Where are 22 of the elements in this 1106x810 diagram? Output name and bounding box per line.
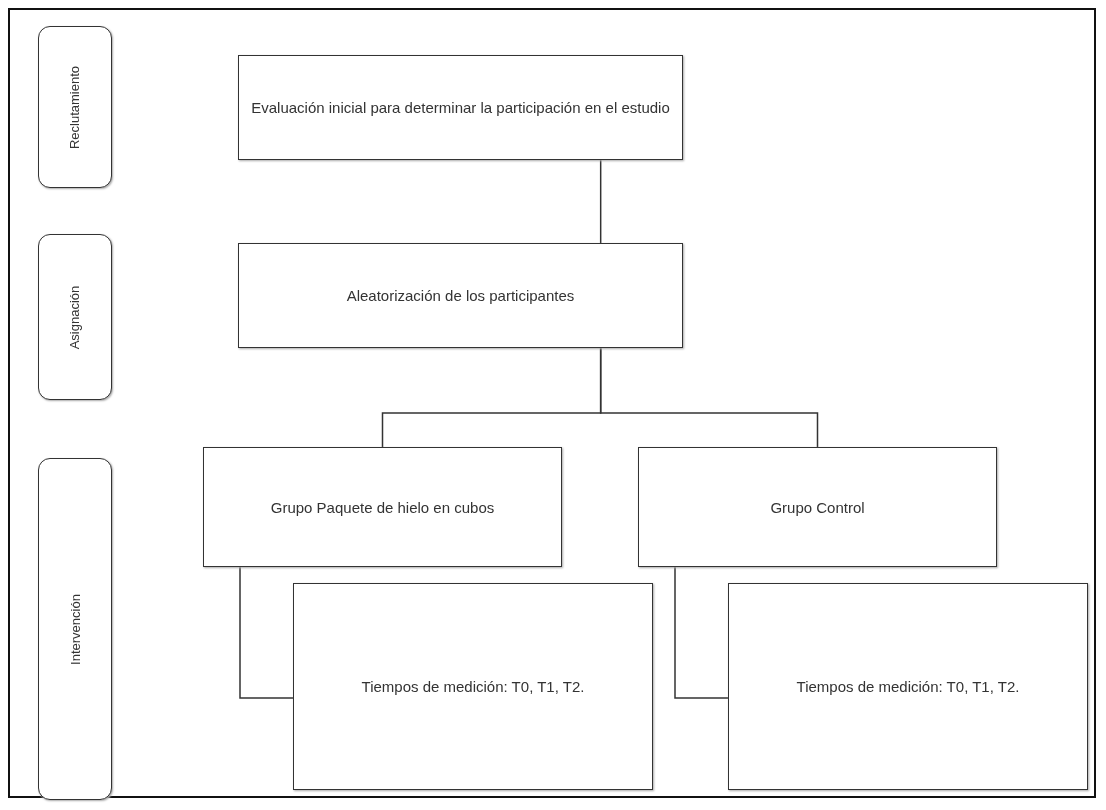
phase-label: Intervención xyxy=(67,593,83,665)
connector-line xyxy=(599,159,602,244)
box-text: Tiempos de medición: T0, T1, T2. xyxy=(361,678,585,695)
connector-line xyxy=(239,566,294,699)
phase-label: Asignación xyxy=(67,285,83,349)
connector-line xyxy=(599,347,819,448)
process-box xyxy=(293,583,653,790)
group-box xyxy=(203,447,562,567)
box-text: Evaluación inicial para determinar la participación en el estudio xyxy=(251,99,670,116)
process-box xyxy=(238,55,683,160)
process-box xyxy=(238,243,683,348)
phase-label-box xyxy=(38,26,112,188)
group-box xyxy=(638,447,997,567)
connector-line xyxy=(674,566,729,699)
phase-label: Reclutamiento xyxy=(67,65,83,149)
phase-label-box xyxy=(38,234,112,400)
box-text: Grupo Paquete de hielo en cubos xyxy=(270,498,495,516)
phase-label-box xyxy=(38,458,112,800)
box-text: Grupo Control xyxy=(770,498,865,516)
box-text: Tiempos de medición: T0, T1, T2. xyxy=(796,678,1020,695)
process-box xyxy=(728,583,1088,790)
box-text: Aleatorización de los participantes xyxy=(346,287,575,304)
